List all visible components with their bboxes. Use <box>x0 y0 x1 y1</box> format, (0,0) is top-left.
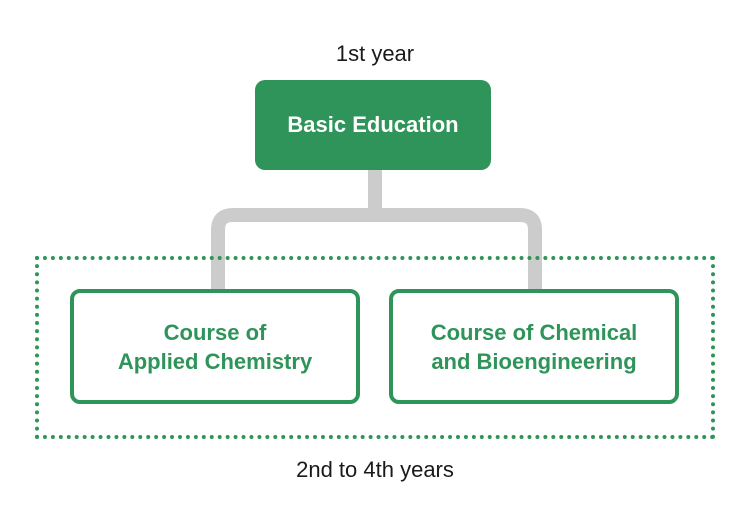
chemical-bioengineering-line-2: and Bioengineering <box>431 348 637 374</box>
connector-tree <box>211 170 542 290</box>
chemical-bioengineering-line-1: Course of Chemical <box>430 319 638 345</box>
basic-education-box: Basic Education <box>255 80 491 170</box>
top-caption: 1st year <box>335 41 415 66</box>
applied-chemistry-line-1: Course of <box>163 319 267 345</box>
chemical-bioengineering-box: Course of Chemical and Bioengineering <box>389 289 679 404</box>
bottom-caption: 2nd to 4th years <box>296 457 454 482</box>
basic-education-label: Basic Education <box>287 112 459 137</box>
applied-chemistry-line-2: Applied Chemistry <box>117 348 313 374</box>
applied-chemistry-box: Course of Applied Chemistry <box>70 289 360 404</box>
course-group-frame <box>35 256 715 439</box>
